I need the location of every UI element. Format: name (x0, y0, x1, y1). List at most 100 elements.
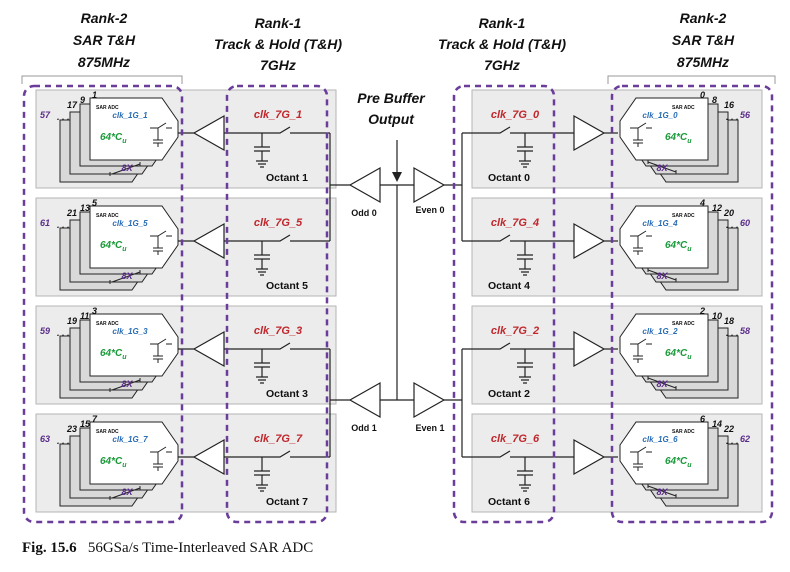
clock-1g-label: clk_1G_7 (112, 435, 148, 444)
channel-number: 20 (723, 208, 734, 218)
sar-adc-card (89, 205, 179, 269)
channel-number: 12 (712, 203, 722, 213)
ellipsis-dots: . . . (57, 436, 70, 446)
channel-number: 0 (700, 90, 705, 100)
sar-adc-card (89, 97, 179, 161)
header-line: Rank-1 (255, 15, 302, 31)
caption-label: Fig. 15.6 (22, 540, 77, 556)
track-hold-circuit (232, 342, 330, 384)
sampling-switch (630, 230, 652, 255)
rank1-left-outline (225, 84, 329, 524)
octant-label: Octant 4 (488, 280, 530, 292)
clock-1g-label: clk_1G_5 (112, 219, 148, 228)
cap-label: 64*Cu (665, 132, 692, 145)
channel-number: 15 (80, 419, 91, 429)
sar-adc-label: SAR ADC (96, 213, 119, 219)
ellipsis-dots: . . . (726, 328, 739, 338)
channel-number: 3 (92, 306, 97, 316)
clock-7g-label: clk_7G_1 (254, 109, 302, 121)
sar-adc-card (619, 97, 709, 161)
channel-number: 58 (740, 326, 750, 336)
clock-1g-label: clk_1G_3 (112, 327, 148, 336)
track-hold-circuit (462, 342, 574, 384)
cap-label: 64*Cu (665, 348, 692, 361)
track-hold-circuit (462, 450, 574, 492)
odd1-buffer-icon (348, 381, 381, 419)
sar-adc-card (89, 421, 179, 485)
channel-number: 56 (740, 110, 751, 120)
octant-label: Octant 5 (266, 280, 308, 292)
channel-number: 17 (67, 100, 78, 110)
cap-label: 64*Cu (100, 456, 127, 469)
clock-7g-label: clk_7G_2 (491, 325, 539, 337)
cap-label: 64*Cu (665, 240, 692, 253)
channel-number: 21 (66, 208, 77, 218)
channel-number: 10 (712, 311, 722, 321)
clock-7g-label: clk_7G_7 (254, 433, 303, 445)
clock-1g-label: clk_1G_2 (642, 327, 678, 336)
track-hold-circuit (232, 450, 330, 492)
clock-7g-label: clk_7G_6 (491, 433, 540, 445)
header-line: Rank-2 (680, 10, 727, 26)
sar-adc-label: SAR ADC (96, 105, 119, 111)
sampling-switch (150, 122, 172, 147)
ellipsis-dots: . . . (726, 436, 739, 446)
sampling-switch (630, 446, 652, 471)
track-hold-circuit (232, 234, 330, 276)
clock-7g-label: clk_7G_3 (254, 325, 302, 337)
channel-number: 14 (712, 419, 722, 429)
caption-text: 56GSa/s Time-Interleaved SAR ADC (87, 540, 314, 556)
clock-1g-label: clk_1G_1 (112, 111, 148, 120)
header-line: Track & Hold (T&H) (214, 36, 342, 52)
octant-label: Octant 6 (488, 496, 530, 508)
header-line: Output (368, 111, 415, 127)
sampling-switch (630, 338, 652, 363)
header-line: SAR T&H (73, 32, 136, 48)
stack-count-label: 8X (121, 163, 133, 173)
octant-label: Octant 2 (488, 388, 530, 400)
channel-number: 2 (699, 306, 705, 316)
ellipsis-dots: . . . (57, 328, 70, 338)
center-output-network: Odd 0 Even 0 Odd 1 Even 1 (329, 133, 463, 457)
sar-adc-card (619, 313, 709, 377)
channel-number: 60 (740, 218, 750, 228)
sampling-switch (150, 338, 172, 363)
stack-count-label: 8X (656, 163, 668, 173)
clock-1g-label: clk_1G_6 (642, 435, 678, 444)
sar-adc-label: SAR ADC (672, 213, 695, 219)
header-line: SAR T&H (672, 32, 735, 48)
sar-adc-card (89, 313, 179, 377)
header-line: Rank-2 (81, 10, 128, 26)
header-prebuffer: Pre Buffer Output (357, 90, 426, 127)
buffer-label: Even 0 (415, 205, 444, 215)
clock-1g-label: clk_1G_4 (642, 219, 678, 228)
stack-marker (647, 268, 677, 282)
stack-count-label: 8X (121, 379, 133, 389)
buffer-label: Odd 0 (351, 208, 377, 218)
sar-adc-card (619, 421, 709, 485)
stack-marker (647, 484, 677, 498)
channel-number: 18 (724, 316, 734, 326)
buffer-label: Odd 1 (351, 423, 377, 433)
buffer-label: Even 1 (415, 423, 444, 433)
clock-7g-label: clk_7G_5 (254, 217, 303, 229)
octant-label: Octant 0 (488, 172, 530, 184)
header-rank2-left: Rank-2 SAR T&H 875MHz (73, 10, 136, 70)
header-line: Rank-1 (479, 15, 526, 31)
stack-count-label: 8X (121, 271, 133, 281)
stack-marker (109, 486, 141, 500)
channel-number: 5 (92, 198, 98, 208)
channel-number: 23 (66, 424, 77, 434)
buffer-icon (573, 438, 606, 476)
even0-buffer-icon (413, 166, 446, 204)
header-line: Pre Buffer (357, 90, 426, 106)
channel-number: 16 (724, 100, 735, 110)
cap-label: 64*Cu (100, 240, 127, 253)
buffer-icon (573, 114, 606, 152)
